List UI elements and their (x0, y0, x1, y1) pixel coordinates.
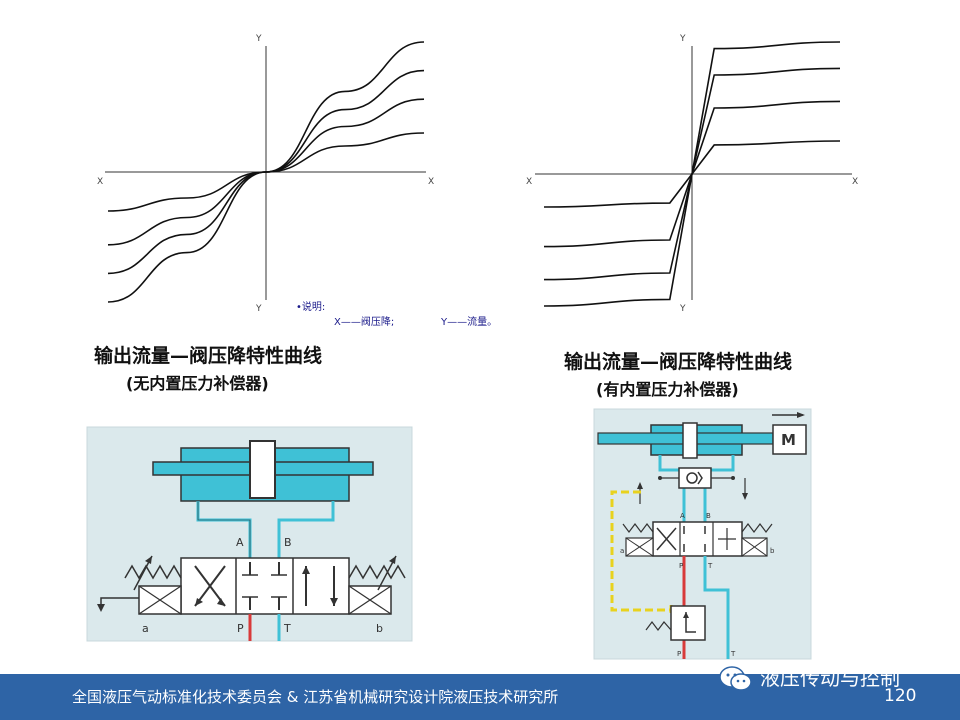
port-t-label: T (283, 622, 291, 635)
x-axis-label-left: X (97, 177, 103, 187)
solenoid-b-label: b (770, 547, 775, 555)
port-p-label: P (237, 622, 244, 635)
port-p-label: P (679, 562, 683, 570)
motor-box (772, 424, 807, 455)
port-p-bottom-label: P (677, 650, 681, 658)
x-axis-label-right: X (852, 177, 858, 187)
x-axis-label-left: X (526, 177, 532, 187)
wechat-account-name: 液压传动与控制 (760, 666, 900, 690)
wechat-logo-icon (719, 666, 752, 691)
port-t-bottom-label: T (730, 650, 736, 658)
port-a-label: A (680, 512, 685, 520)
left-chart-title: 输出流量—阀压降特性曲线 (94, 345, 323, 367)
y-axis-label-top: Y (679, 34, 686, 44)
shuttle-valve (678, 467, 712, 489)
page-number: 120 (884, 686, 917, 706)
port-b-label: B (706, 512, 711, 520)
x-axis-label-right: X (428, 177, 434, 187)
motor-label: M (781, 431, 796, 449)
footer-bar (0, 674, 960, 720)
spring-right (348, 564, 406, 580)
right-chart-title: 输出流量—阀压降特性曲线 (564, 351, 793, 373)
series-line-4 (107, 132, 425, 212)
spring-left (124, 564, 182, 580)
solenoid-a-label: a (142, 622, 149, 635)
note-x-definition: X——阀压降; (334, 317, 395, 328)
y-axis-label-bottom: Y (255, 304, 262, 314)
port-a-label: A (236, 536, 244, 549)
solenoid-a-label: a (620, 547, 624, 555)
pressure-compensator (670, 605, 706, 641)
right-chart-subtitle: (有内置压力补偿器) (596, 380, 739, 399)
series-line-4 (543, 140, 841, 208)
port-b-label: B (284, 536, 292, 549)
piston (682, 422, 698, 459)
note-y-definition: Y——流量。 (441, 317, 498, 328)
port-t-label: T (707, 562, 713, 570)
y-axis-label-top: Y (255, 34, 262, 44)
note-label: •说明: (296, 302, 326, 313)
piston (249, 440, 276, 499)
solenoid-b-label: b (376, 622, 383, 635)
y-axis-label-bottom: Y (679, 304, 686, 314)
footer-organization-text: 全国液压气动标准化技术委员会 & 江苏省机械研究设计院液压技术研究所 (72, 688, 559, 706)
left-chart-subtitle: (无内置压力补偿器) (126, 374, 269, 393)
